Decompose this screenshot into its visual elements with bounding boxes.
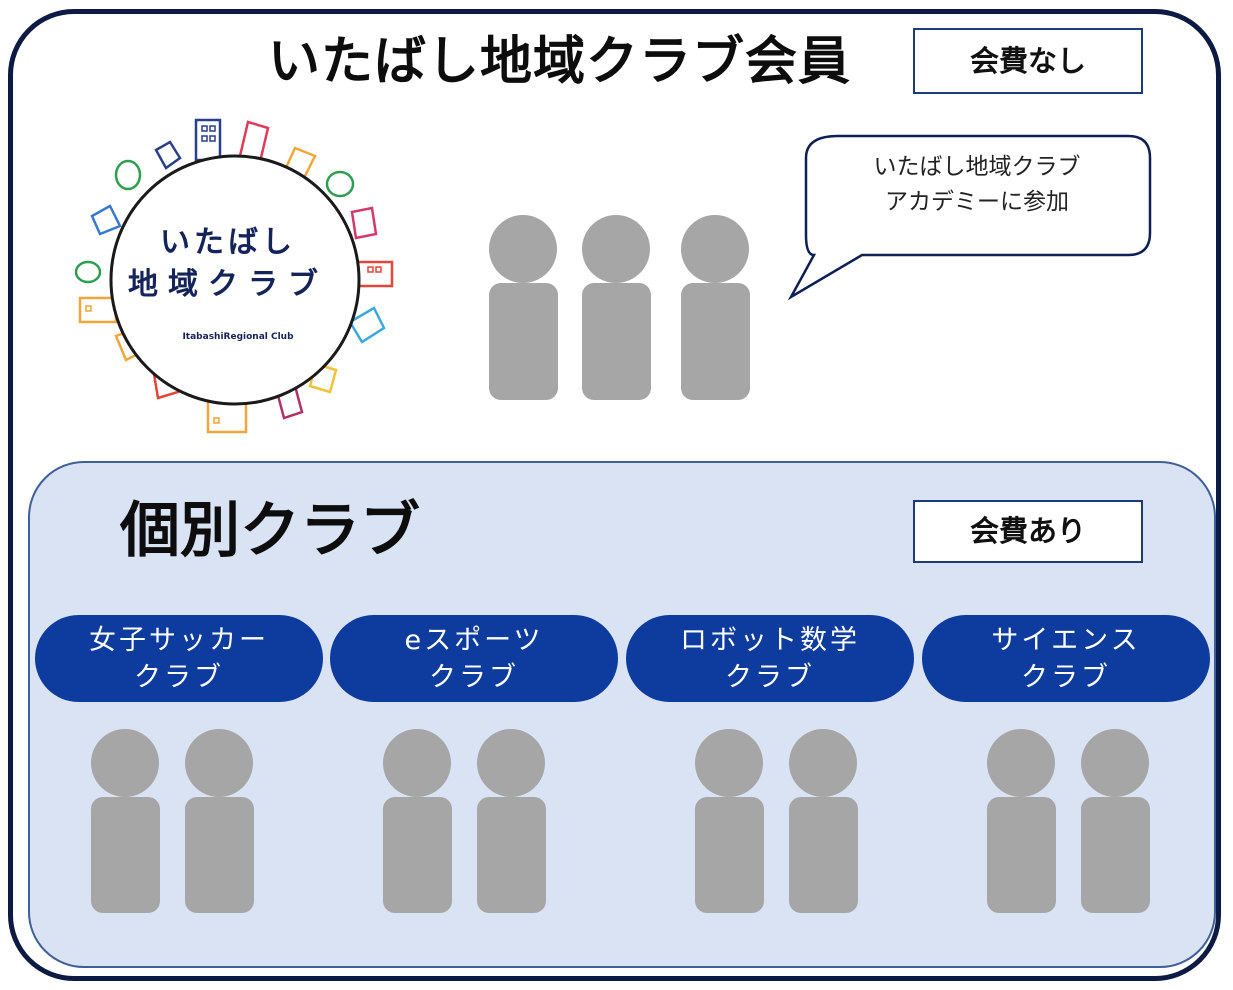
speech-line1: いたばし地域クラブ: [873, 154, 1081, 180]
club-member-figure: [789, 729, 858, 913]
speech-line2: アカデミーに参加: [885, 189, 1069, 215]
club-label-line2: クラブ: [725, 662, 815, 693]
club-esports: eスポーツ クラブ: [330, 615, 618, 702]
club-member-figure: [91, 729, 160, 913]
club-girls-soccer: 女子サッカー クラブ: [35, 615, 323, 702]
club-member-figure: [383, 729, 452, 913]
logo-houses: [74, 118, 394, 434]
fee-required-badge: 会費あり: [913, 500, 1143, 563]
club-label-line1: ロボット数学: [680, 625, 860, 656]
club-member-figure: [1081, 729, 1150, 913]
club-member-figure: [477, 729, 546, 913]
speech-bubble-text: いたばし地域クラブ アカデミーに参加: [822, 150, 1132, 250]
club-label-line2: クラブ: [1021, 662, 1111, 693]
member-figure: [582, 215, 651, 400]
club-label-line1: サイエンス: [991, 625, 1141, 656]
club-label-line2: クラブ: [134, 662, 224, 693]
club-member-figure: [987, 729, 1056, 913]
club-member-figure: [185, 729, 254, 913]
member-figure: [681, 215, 750, 400]
logo-line2: 地域クラブ: [128, 267, 328, 302]
club-science: サイエンス クラブ: [922, 615, 1210, 702]
club-robot-math: ロボット数学 クラブ: [626, 615, 914, 702]
member-figure: [489, 215, 558, 400]
speech-bubble: [787, 134, 1152, 301]
logo-subtitle: ItabashiRegional Club: [182, 332, 294, 342]
fee-none-badge: 会費なし: [913, 28, 1143, 94]
club-logo: いたばし 地域クラブ ItabashiRegional Club: [74, 118, 394, 434]
club-label-line2: クラブ: [429, 662, 519, 693]
individual-clubs-title: 個別クラブ: [120, 496, 420, 566]
page-title: いたばし地域クラブ会員: [268, 32, 852, 92]
club-member-figure: [695, 729, 764, 913]
logo-line1: いたばし: [160, 225, 296, 260]
club-label-line1: 女子サッカー: [89, 625, 269, 656]
club-label-line1: eスポーツ: [404, 625, 544, 656]
